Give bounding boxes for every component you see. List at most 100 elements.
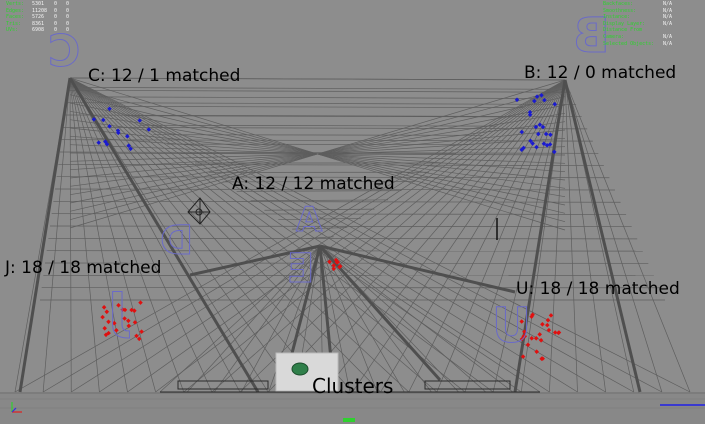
label-b-match-count: B: 12 / 0 matched	[524, 63, 677, 83]
hud-key: Verts:	[6, 1, 25, 7]
marker-point	[519, 319, 524, 324]
hud-value: 8361	[32, 20, 45, 27]
marker-point	[137, 118, 142, 123]
hud-selected: 0	[54, 7, 58, 14]
letter-e-outline: E	[287, 246, 315, 293]
marker-point	[534, 349, 539, 354]
hud-value: N/A	[663, 14, 673, 21]
hud-value: N/A	[663, 40, 673, 47]
hud-key: Tris:	[6, 20, 22, 27]
hud-key: Instance:	[603, 14, 631, 21]
camera-locator-icon	[187, 197, 211, 225]
marker-cluster-a	[327, 257, 343, 272]
marker-point	[103, 332, 109, 338]
marker-point	[529, 314, 534, 319]
hud-value: 6908	[32, 27, 45, 34]
marker-point	[545, 317, 551, 323]
marker-point	[331, 266, 336, 272]
hud-row: Verts: 5301 0 0	[6, 1, 78, 8]
marker-point	[115, 128, 121, 133]
marker-point	[114, 328, 119, 333]
marker-point	[533, 336, 539, 341]
marker-point	[102, 326, 107, 331]
marker-point	[538, 338, 544, 343]
hud-selected: 0	[54, 27, 58, 34]
hud-row: Selected Objects: N/A	[603, 41, 672, 48]
hud-row: Tris: 8361 0 0	[6, 21, 78, 28]
letter-j-outline: J	[108, 282, 128, 341]
marker-point	[521, 334, 526, 339]
marker-point	[101, 305, 107, 310]
hud-value: N/A	[663, 7, 673, 14]
hud-key: Selected Objects:	[603, 40, 655, 47]
marker-point	[116, 303, 121, 308]
marker-point	[537, 332, 542, 337]
hud-value: N/A	[663, 20, 673, 27]
letter-u-outline: U	[492, 298, 532, 355]
hud-selected: 0	[54, 20, 58, 27]
hud-value: N/A	[663, 33, 673, 40]
hud-key: UVs:	[6, 27, 19, 34]
marker-point	[104, 141, 110, 147]
hud-triangles: 0	[66, 20, 70, 27]
status-indicator	[343, 418, 355, 422]
hud-key: Edges:	[6, 7, 25, 14]
marker-point	[96, 140, 101, 145]
marker-point	[548, 313, 554, 318]
hud-row: Display Layer:N/A	[603, 21, 672, 28]
label-u-match-count: U: 18 / 18 matched	[516, 279, 680, 299]
marker-point	[522, 329, 527, 334]
cable-net-wireframe	[14, 77, 691, 393]
hud-triangles: 0	[66, 7, 70, 14]
hud-value: 5726	[32, 14, 45, 21]
hud-value: 5301	[32, 1, 45, 7]
marker-point	[132, 320, 138, 325]
hud-key: Backfaces:	[603, 1, 634, 7]
marker-point	[106, 319, 111, 325]
marker-point	[138, 300, 143, 305]
marker-point	[546, 327, 552, 333]
marker-point	[529, 336, 534, 341]
hud-value: 11208	[32, 7, 48, 14]
hud-triangles: 0	[66, 14, 70, 21]
hud-triangles: 0	[66, 27, 70, 34]
marker-point	[337, 264, 342, 270]
letter-a-outline: A	[295, 200, 323, 241]
marker-point	[104, 309, 110, 315]
marker-point	[525, 342, 531, 348]
hud-key: Distance From Camera:	[603, 27, 643, 40]
hud-row: Instance: N/A	[603, 14, 672, 21]
marker-point	[112, 320, 117, 326]
marker-point	[540, 322, 545, 327]
marker-point	[540, 356, 545, 361]
marker-point	[545, 322, 550, 328]
hud-key: Faces:	[6, 14, 25, 21]
marker-point	[519, 336, 525, 342]
hud-selected: 0	[54, 1, 58, 7]
marker-point	[91, 117, 97, 122]
marker-cluster-u	[519, 312, 562, 361]
marker-point	[126, 143, 131, 148]
hud-value: N/A	[663, 1, 673, 7]
hud-triangles: 0	[66, 1, 70, 7]
axis-gizmo-icon	[11, 402, 22, 413]
hud-row: Backfaces: N/A	[603, 1, 672, 8]
label-a-match-count: A: 12 / 12 matched	[232, 174, 395, 194]
marker-point	[146, 127, 152, 132]
marker-point	[134, 333, 139, 339]
marker-point	[552, 330, 558, 335]
marker-point	[533, 124, 539, 130]
marker-point	[331, 263, 336, 268]
label-c-match-count: C: 12 / 1 matched	[88, 66, 241, 86]
marker-point	[126, 323, 132, 329]
hud-row: Edges: 11208 0 0	[6, 8, 78, 15]
letter-d-outline: D	[160, 218, 194, 265]
marker-point	[126, 318, 131, 324]
label-clusters: Clusters	[312, 374, 394, 398]
marker-point	[327, 259, 332, 265]
